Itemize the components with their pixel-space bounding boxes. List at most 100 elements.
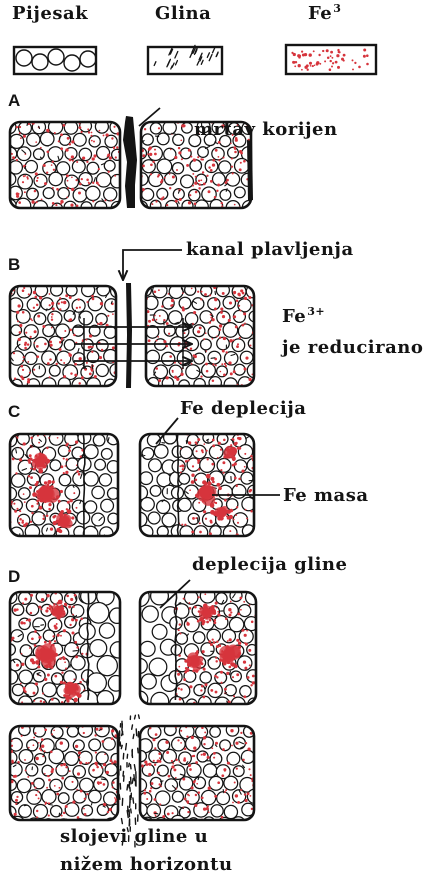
iron-oxide-speck <box>63 812 66 815</box>
iron-oxide-speck <box>319 63 321 65</box>
iron-oxide-speck <box>61 777 64 780</box>
iron-oxide-speck <box>178 687 180 689</box>
sand-grain <box>12 448 24 460</box>
iron-oxide-speck <box>223 439 226 442</box>
iron-mass-speck <box>195 669 198 672</box>
iron-oxide-speck <box>240 289 243 292</box>
sand-grain <box>58 445 69 456</box>
iron-oxide-speck <box>205 332 207 334</box>
iron-oxide-speck <box>180 742 182 744</box>
iron-oxide-speck <box>64 330 66 332</box>
iron-oxide-speck <box>44 641 47 644</box>
iron-oxide-speck <box>183 332 185 334</box>
iron-mass-speck <box>210 510 215 515</box>
iron-oxide-speck <box>244 634 247 637</box>
iron-oxide-speck <box>50 527 53 530</box>
iron-oxide-speck <box>231 166 233 168</box>
iron-oxide-speck <box>34 644 37 647</box>
iron-oxide-speck <box>236 639 239 642</box>
iron-oxide-speck <box>99 356 102 359</box>
iron-oxide-speck <box>222 748 225 751</box>
iron-oxide-speck <box>30 467 32 469</box>
iron-oxide-speck <box>67 137 70 140</box>
iron-oxide-speck <box>157 336 159 338</box>
iron-oxide-speck <box>56 188 59 191</box>
iron-oxide-speck <box>33 744 35 746</box>
iron-oxide-speck <box>150 173 152 175</box>
iron-oxide-speck <box>76 161 78 163</box>
iron-oxide-speck <box>218 156 220 158</box>
sand-grain <box>220 740 231 751</box>
iron-oxide-speck <box>92 298 95 301</box>
block-c-right <box>132 431 260 539</box>
iron-oxide-speck <box>13 608 16 611</box>
iron-oxide-speck <box>69 143 72 146</box>
iron-oxide-speck <box>330 60 332 62</box>
iron-oxide-speck <box>201 796 204 799</box>
iron-oxide-speck <box>245 799 248 802</box>
iron-oxide-speck <box>187 794 189 796</box>
iron-oxide-speck <box>186 735 188 737</box>
iron-oxide-speck <box>195 176 197 178</box>
iron-oxide-speck <box>187 460 189 462</box>
iron-oxide-speck <box>187 811 189 813</box>
iron-oxide-speck <box>215 149 218 152</box>
sand-grain <box>19 670 33 684</box>
iron-oxide-speck <box>199 522 201 524</box>
clay-flake <box>223 790 224 793</box>
clay-layer-dash <box>139 715 140 719</box>
iron-oxide-speck <box>171 299 174 302</box>
iron-mass-speck <box>74 698 78 702</box>
iron-oxide-speck <box>229 301 232 304</box>
iron-oxide-speck <box>87 128 89 130</box>
iron-oxide-speck <box>30 336 32 338</box>
iron-oxide-speck <box>77 298 80 301</box>
iron-oxide-speck <box>243 160 246 163</box>
iron-oxide-speck <box>21 735 23 737</box>
iron-oxide-speck <box>298 64 301 67</box>
iron-oxide-speck <box>234 477 237 480</box>
iron-oxide-speck <box>65 766 67 768</box>
iron-oxide-speck <box>149 727 151 729</box>
iron-oxide-speck <box>34 630 37 633</box>
iron-mass-speck <box>202 620 206 624</box>
iron-oxide-speck <box>69 624 71 626</box>
sand-grain <box>194 777 206 789</box>
iron-oxide-speck <box>37 315 40 318</box>
iron-mass-speck <box>195 494 199 498</box>
sand-grain <box>19 805 32 818</box>
iron-oxide-speck <box>182 778 185 781</box>
iron-oxide-speck <box>222 315 225 318</box>
iron-oxide-speck <box>175 759 178 762</box>
iron-oxide-speck <box>42 518 45 521</box>
iron-oxide-speck <box>313 50 315 52</box>
iron-oxide-speck <box>218 328 221 331</box>
iron-oxide-speck <box>31 512 33 514</box>
iron-oxide-speck <box>252 681 255 684</box>
sand-grain <box>217 366 228 377</box>
iron-oxide-speck <box>330 55 332 57</box>
iron-oxide-speck <box>201 449 204 452</box>
block-d-right-interior <box>129 587 259 712</box>
iron-oxide-speck <box>53 603 55 605</box>
iron-oxide-speck <box>142 154 145 157</box>
iron-oxide-speck <box>199 184 201 186</box>
iron-oxide-speck <box>31 637 34 640</box>
block-e-left-interior <box>4 723 125 833</box>
iron-oxide-speck <box>82 157 85 160</box>
iron-oxide-speck <box>79 681 82 684</box>
iron-oxide-speck <box>249 490 252 493</box>
iron-oxide-speck <box>158 752 161 755</box>
iron-oxide-speck <box>343 54 346 57</box>
clay-flake <box>215 291 216 294</box>
sand-grain <box>25 352 37 364</box>
iron-oxide-speck <box>214 308 217 311</box>
iron-oxide-speck <box>245 357 248 360</box>
iron-mass-speck <box>60 606 64 610</box>
sand-grain <box>157 159 172 174</box>
sand-grain <box>208 326 219 337</box>
iron-oxide-speck <box>185 460 188 463</box>
iron-oxide-speck <box>243 695 246 698</box>
clay-flake <box>155 813 158 814</box>
iron-mass-speck <box>203 669 205 671</box>
